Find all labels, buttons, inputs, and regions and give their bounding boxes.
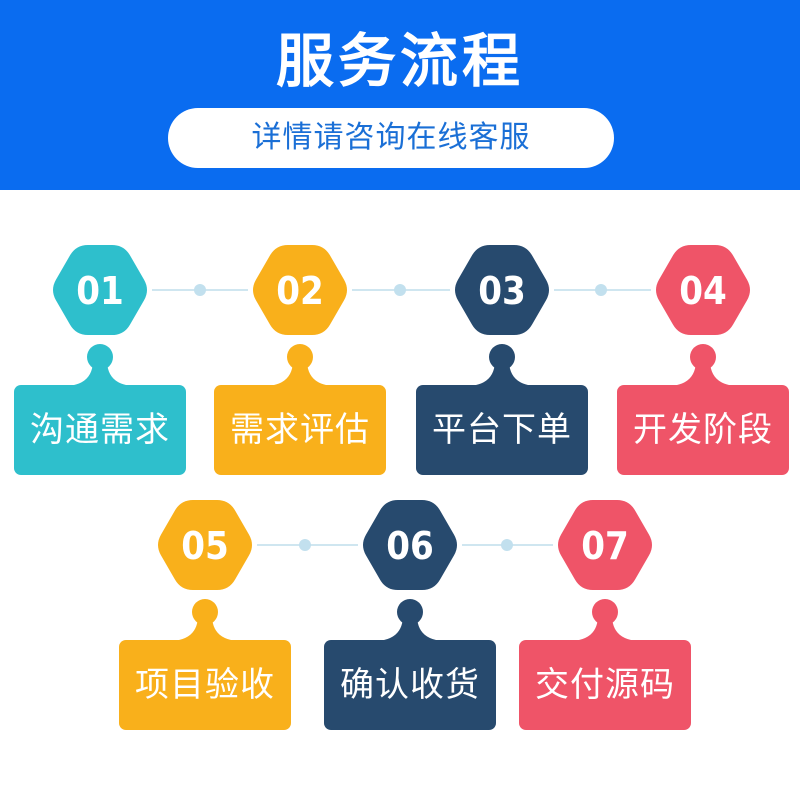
step-card xyxy=(617,385,789,475)
connector-dot xyxy=(595,284,607,296)
step-number: 02 xyxy=(276,269,324,313)
tag-neck xyxy=(476,362,528,385)
page-title: 服务流程 xyxy=(275,27,524,95)
step-number: 03 xyxy=(478,269,526,313)
step-5[interactable]: 05 xyxy=(119,500,291,730)
step-hexagon xyxy=(656,245,750,335)
tag-neck xyxy=(579,617,631,640)
step-number: 06 xyxy=(386,524,434,568)
step-number: 05 xyxy=(181,524,229,568)
step-label: 确认收货 xyxy=(340,665,480,705)
step-hexagon xyxy=(158,500,252,590)
step-label: 开发阶段 xyxy=(633,410,773,450)
tag-neck xyxy=(74,362,126,385)
step-card xyxy=(324,640,496,730)
header-banner: 服务流程 详情请咨询在线客服 xyxy=(0,0,800,190)
step-label: 需求评估 xyxy=(230,410,370,450)
step-label: 项目验收 xyxy=(135,665,275,705)
connector-dot xyxy=(299,539,311,551)
step-4[interactable]: 04 xyxy=(617,245,789,475)
connector-dot xyxy=(501,539,513,551)
step-hexagon xyxy=(558,500,652,590)
step-hexagon xyxy=(363,500,457,590)
step-label: 平台下单 xyxy=(432,410,572,450)
step-number: 01 xyxy=(76,269,124,313)
connector-dot xyxy=(394,284,406,296)
step-7[interactable]: 07 xyxy=(519,500,691,730)
step-3[interactable]: 03 xyxy=(416,245,588,475)
step-label: 交付源码 xyxy=(535,665,675,705)
step-card xyxy=(416,385,588,475)
step-number: 07 xyxy=(581,524,629,568)
step-label: 沟通需求 xyxy=(30,410,170,450)
step-1[interactable]: 01 xyxy=(14,245,186,475)
tag-neck xyxy=(384,617,436,640)
step-hexagon xyxy=(455,245,549,335)
step-6[interactable]: 06 xyxy=(324,500,496,730)
step-number: 04 xyxy=(679,269,727,313)
step-hexagon xyxy=(253,245,347,335)
step-card xyxy=(214,385,386,475)
tag-neck xyxy=(274,362,326,385)
step-card xyxy=(519,640,691,730)
tag-neck xyxy=(677,362,729,385)
step-card xyxy=(14,385,186,475)
step-card xyxy=(119,640,291,730)
tag-neck xyxy=(179,617,231,640)
connector-dot xyxy=(194,284,206,296)
online-service-pill[interactable]: 详情请咨询在线客服 xyxy=(168,108,614,168)
step-hexagon xyxy=(53,245,147,335)
step-2[interactable]: 02 xyxy=(214,245,386,475)
